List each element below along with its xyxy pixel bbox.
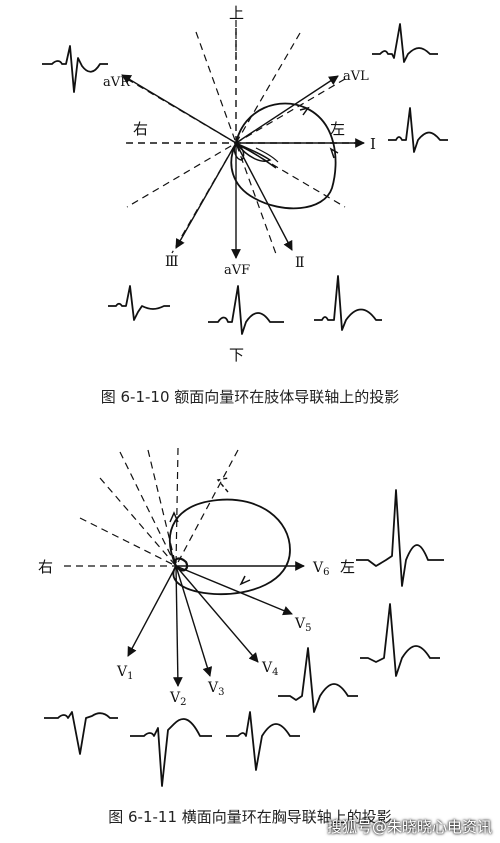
fig2-label-V6: V6: [312, 560, 330, 578]
figure1-t-loop: [235, 142, 272, 162]
figure2-p-loop: [173, 557, 189, 572]
V2-axis: [172, 565, 183, 687]
fig2-label-V3: V3: [207, 680, 225, 698]
fig1-label-I: I: [370, 135, 376, 153]
fig1-label-top: 上: [229, 4, 244, 22]
ecg-trace-V1: [44, 711, 118, 755]
fig2-label-right: 右: [38, 558, 53, 576]
fig1-label-aVL: aVL: [343, 69, 369, 84]
fig1-label-right: 右: [133, 120, 148, 138]
figure2-caption: 图 6-1-11 横面向量环在胸导联轴上的投影: [108, 808, 392, 826]
ecg-trace-III: [108, 285, 170, 321]
ecg-trace-V4: [278, 647, 358, 713]
watermark: 搜狐号@朱晓晓心电资讯: [326, 818, 492, 836]
ecg-trace-aVR: [42, 45, 108, 93]
ecg-trace-II: [314, 275, 382, 331]
V5-axis: [175, 565, 293, 616]
fig1-label-bottom: 下: [229, 346, 244, 364]
ecg-trace-V3: [226, 711, 300, 771]
fig1-label-left: 左: [330, 120, 345, 138]
V1-axis: [127, 565, 177, 657]
ecg-trace-V6: [356, 489, 444, 587]
fig2-label-V2: V2: [169, 690, 187, 708]
fig1-label-III: Ⅲ: [165, 254, 179, 270]
ecg-trace-aVL: [372, 23, 438, 63]
fig2-label-left: 左: [340, 558, 355, 576]
fig2-label-V1: V1: [116, 664, 134, 682]
figure2-dashed-axes: [64, 447, 239, 567]
fig1-label-II: Ⅱ: [295, 255, 305, 271]
aVR-axis: [121, 74, 237, 144]
lead-III-axis: [175, 142, 237, 249]
figure1-caption: 图 6-1-10 额面向量环在肢体导联轴上的投影: [100, 388, 400, 406]
ecg-trace-V5: [360, 603, 440, 677]
fig2-label-V5: V5: [294, 616, 312, 634]
ecg-trace-V2: [130, 718, 212, 787]
fig1-label-aVR: aVR: [103, 75, 131, 90]
lead-II-axis: [235, 142, 293, 251]
fig1-label-aVF: aVF: [224, 263, 250, 278]
figure2-horizontal-plane: [64, 447, 305, 687]
V3-axis: [175, 565, 213, 677]
ecg-trace-I: [388, 107, 448, 153]
figure1-frontal-plane: [121, 20, 365, 259]
V4-axis: [175, 565, 259, 663]
fig2-label-V4: V4: [261, 660, 279, 678]
ecg-trace-aVF: [208, 285, 284, 335]
figure2-qrs-loop: [169, 498, 291, 596]
figure1-qrs-loop: [230, 102, 337, 210]
aVL-axis: [235, 75, 339, 144]
